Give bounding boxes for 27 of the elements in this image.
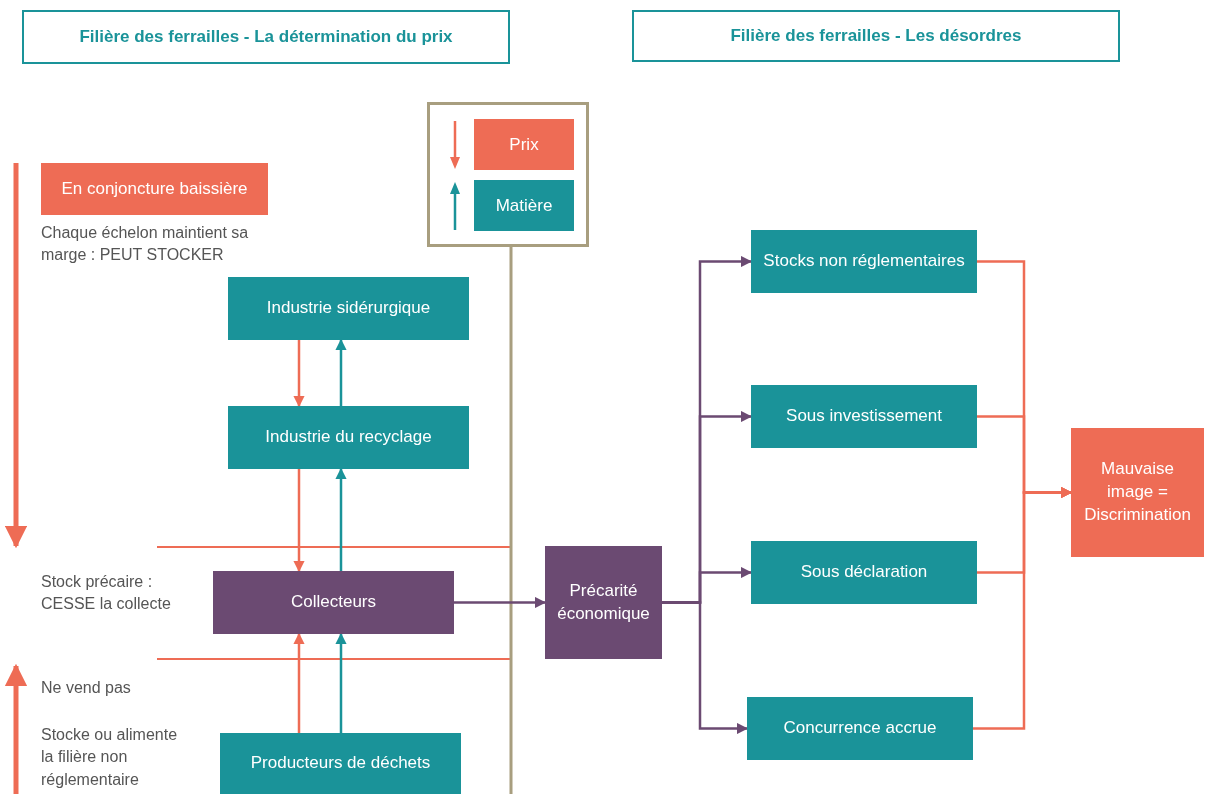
title-box: Filière des ferrailles - La détermination du prix xyxy=(22,10,510,64)
process-box: Industrie sidérurgique xyxy=(228,277,469,340)
arrow xyxy=(454,596,547,609)
arrow xyxy=(293,469,305,573)
arrow xyxy=(335,467,347,571)
arrow xyxy=(335,632,347,733)
title-box: Filière des ferrailles - Les désordres xyxy=(632,10,1120,62)
note-text: Stocke ou alimente la filière non réglementaire xyxy=(41,725,179,790)
arrow xyxy=(335,338,347,406)
process-box: Mauvaise image = Discrimination xyxy=(1071,428,1204,557)
process-box: Concurrence accrue xyxy=(747,697,973,760)
process-box: Producteurs de déchets xyxy=(220,733,461,794)
arrow xyxy=(293,632,305,733)
process-box: Précarité économique xyxy=(545,546,662,659)
note-text: Stock précaire : CESSE la collecte xyxy=(41,572,172,615)
process-box: Sous investissement xyxy=(751,385,977,448)
note-text: Chaque échelon maintient sa marge : PEUT STOCKER xyxy=(41,223,250,266)
note-text: Ne vend pas xyxy=(41,678,132,698)
process-box: Industrie du recyclage xyxy=(228,406,469,469)
legend-swatch: Matière xyxy=(474,180,574,231)
arrow xyxy=(293,340,305,408)
process-box: Sous déclaration xyxy=(751,541,977,604)
process-box: Collecteurs xyxy=(213,571,454,634)
legend-swatch: Prix xyxy=(474,119,574,170)
arrow xyxy=(662,601,749,735)
process-box: En conjoncture baissière xyxy=(41,163,268,215)
process-box: Stocks non réglementaires xyxy=(751,230,977,293)
